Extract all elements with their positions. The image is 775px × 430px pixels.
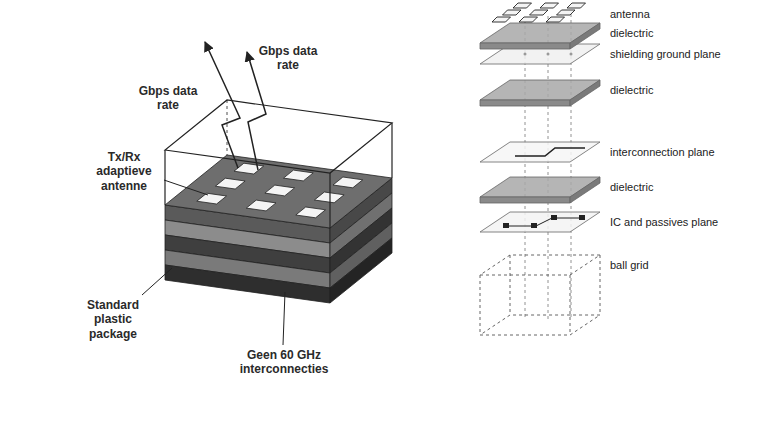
layer-label: dielectric xyxy=(610,83,653,97)
interconnect-label: Geen 60 GHz interconnecties xyxy=(232,348,336,377)
dielectric-layer xyxy=(480,177,600,203)
antenna-patch xyxy=(519,17,538,22)
antenna-patch xyxy=(314,192,344,203)
layer-label: dielectric xyxy=(610,180,653,194)
shielding-ground-plane xyxy=(524,53,527,56)
ball-grid-outline xyxy=(510,255,511,315)
dielectric-layer xyxy=(570,23,600,49)
leader-line xyxy=(142,268,172,295)
layer-label: IC and passives plane xyxy=(610,215,718,229)
layer-label: ball grid xyxy=(610,258,649,272)
antenna-patch xyxy=(284,170,314,181)
data-rate-arrow xyxy=(247,52,266,170)
antenna-patch xyxy=(492,3,586,22)
interconnection-plane xyxy=(480,142,600,162)
dielectric-layer xyxy=(480,197,570,203)
antenna-patch xyxy=(513,3,532,8)
antenna-patch xyxy=(197,163,363,218)
ic-plane xyxy=(480,212,600,232)
leader-line xyxy=(283,292,285,345)
layer-label: interconnection plane xyxy=(610,145,715,159)
package-cover-outline xyxy=(165,100,392,173)
shielding-ground-plane xyxy=(547,53,550,56)
package-cover-outline xyxy=(391,123,392,178)
data-rate-label: Gbps data rate xyxy=(258,44,318,73)
ic-plane xyxy=(531,223,537,228)
antenna-patch xyxy=(546,17,565,22)
data-rate-label: Gbps data rate xyxy=(138,84,198,113)
antenna-patch xyxy=(234,163,264,174)
layer-label: dielectric xyxy=(610,26,653,40)
antenna-patch xyxy=(530,10,549,15)
shielding-ground-plane xyxy=(480,44,600,64)
ic-plane xyxy=(503,223,509,228)
antenna-patch xyxy=(333,177,363,188)
package-side-face xyxy=(330,238,392,303)
antenna-patch xyxy=(296,207,326,218)
package-cover-outline xyxy=(227,100,228,155)
package-cover-outline xyxy=(329,173,330,228)
dielectric-layer xyxy=(480,23,600,49)
antenna-patch xyxy=(215,178,245,189)
ball-grid-outline xyxy=(480,255,600,335)
ball-grid-outline xyxy=(480,255,600,275)
package-cover-outline xyxy=(165,100,392,228)
antenna-patch xyxy=(540,3,559,8)
antenna-patch xyxy=(503,10,522,15)
shielding-ground-plane xyxy=(570,53,573,56)
leader-line xyxy=(142,180,285,345)
shielding-ground-plane xyxy=(480,44,600,64)
antenna-patch xyxy=(197,193,227,204)
dielectric-layer xyxy=(570,80,600,106)
ic-plane xyxy=(508,226,532,227)
package-cover-outline xyxy=(164,150,165,205)
dielectric-layer xyxy=(480,100,570,106)
ic-plane xyxy=(556,218,580,219)
ball-grid-outline xyxy=(600,255,601,315)
ball-grid-outline xyxy=(570,275,571,335)
data-rate-arrow xyxy=(205,42,266,170)
ic-plane xyxy=(551,215,557,220)
interconnection-plane xyxy=(515,148,585,156)
dielectric-layer xyxy=(480,43,570,49)
antenna-patch xyxy=(557,10,576,15)
antenna-patch xyxy=(492,17,511,22)
ic-plane xyxy=(579,215,585,220)
data-rate-arrow xyxy=(205,42,240,168)
package-front-face xyxy=(165,265,330,303)
antenna-label: Tx/Rx adaptieve antenne xyxy=(88,150,160,193)
antenna-patch xyxy=(246,200,276,211)
antenna-patch xyxy=(265,185,295,196)
leader-line xyxy=(164,180,208,195)
ic-plane xyxy=(536,218,552,226)
package-label: Standard plastic package xyxy=(80,298,146,341)
ic-plane xyxy=(480,212,600,232)
layer-label: antenna xyxy=(610,7,650,21)
ball-grid-outline xyxy=(480,315,600,335)
antenna-patch xyxy=(567,3,586,8)
dielectric-layer xyxy=(480,80,600,106)
via-line xyxy=(525,20,526,318)
ball-grid-outline xyxy=(480,275,481,335)
layer-label: shielding ground plane xyxy=(610,47,721,61)
dielectric-layer xyxy=(570,177,600,203)
interconnection-plane xyxy=(480,142,600,162)
